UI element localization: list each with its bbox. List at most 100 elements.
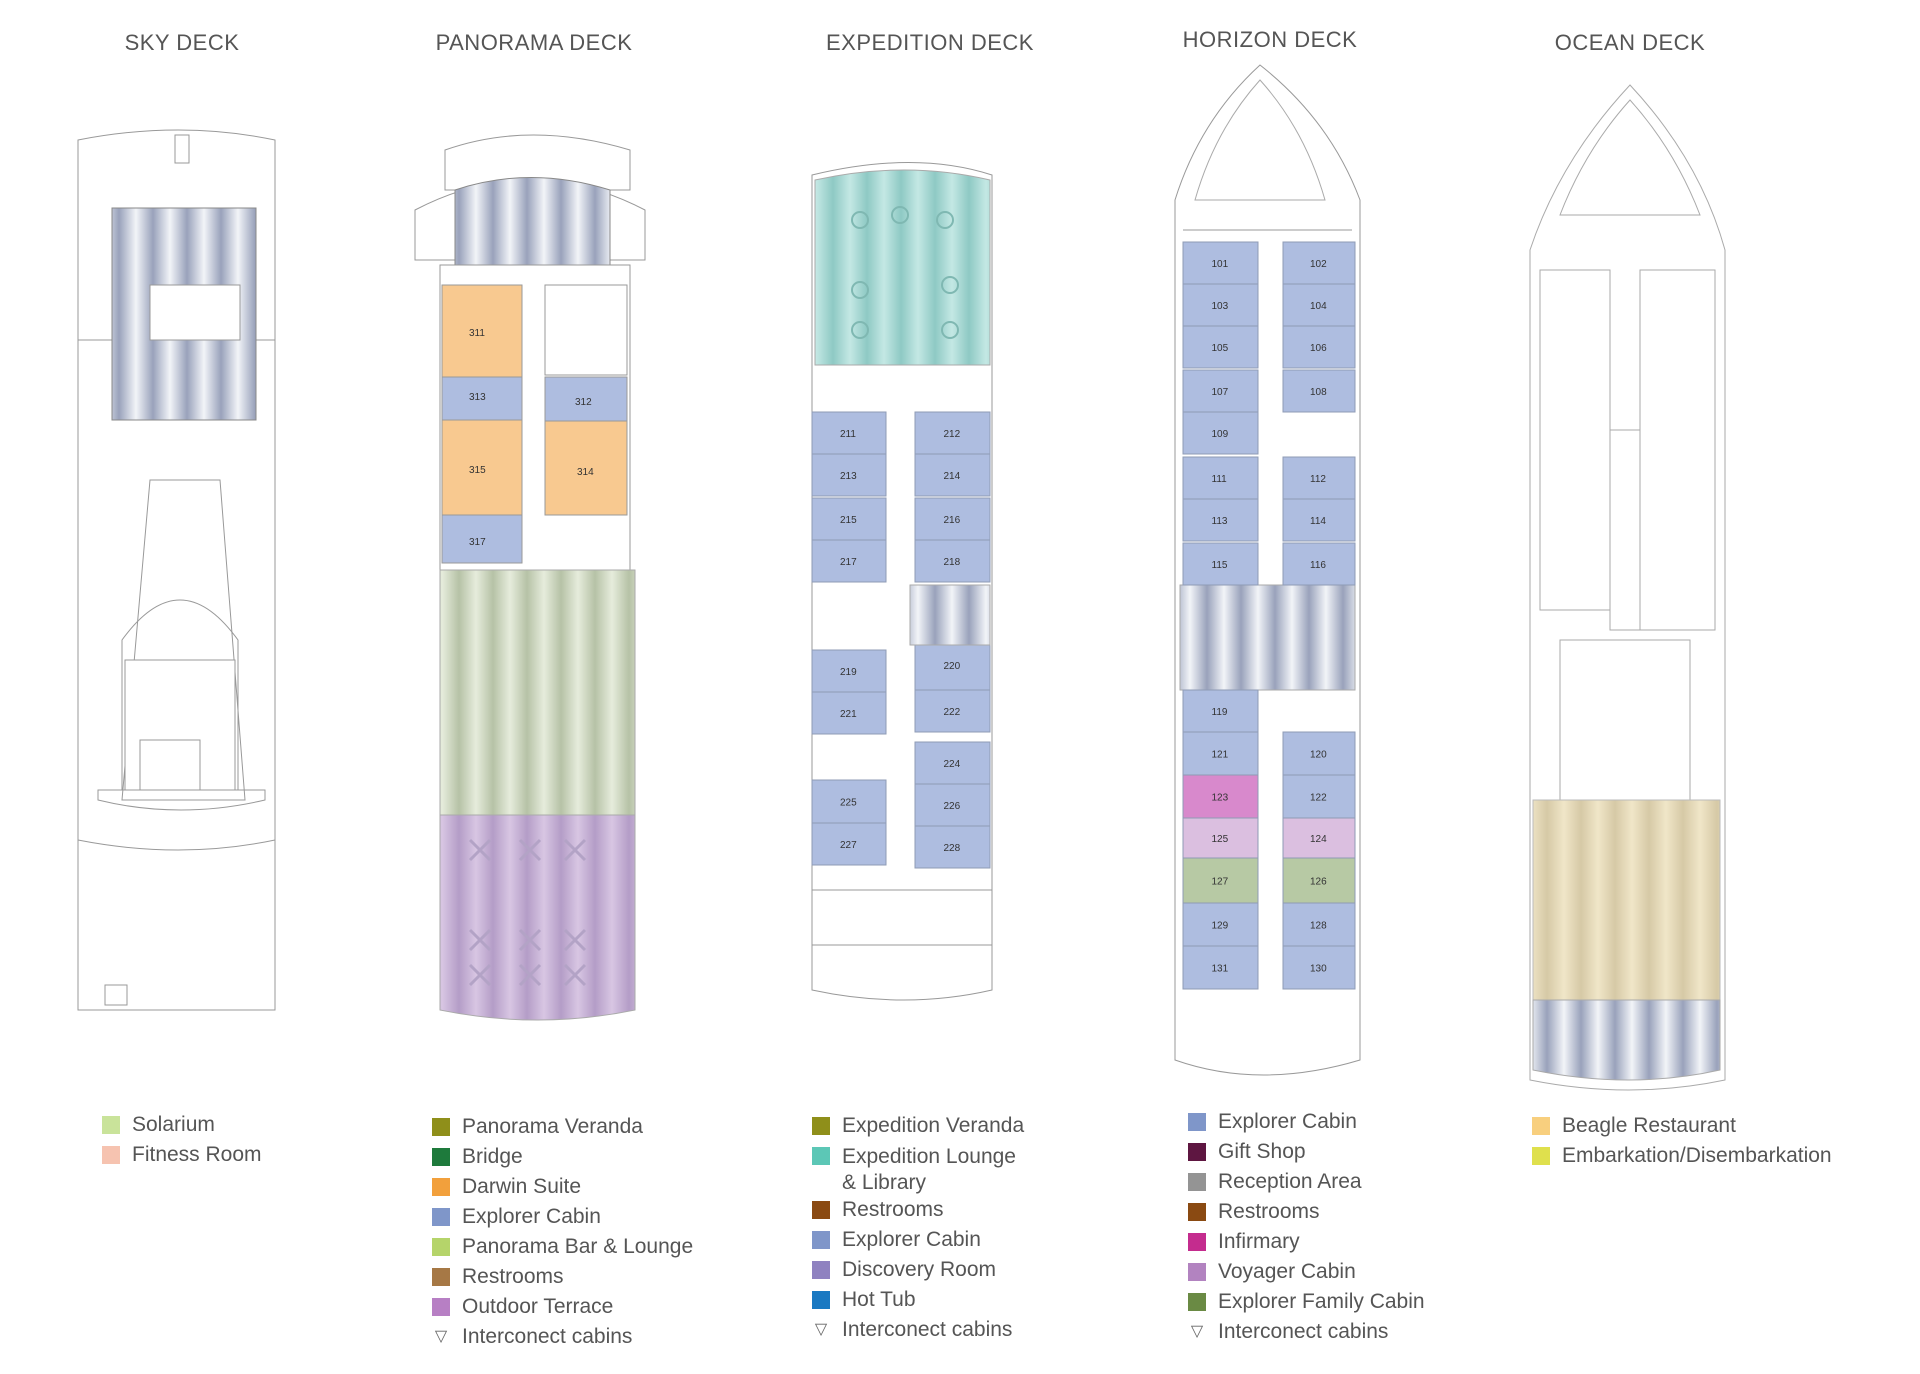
cabin-119: 119 [1212,707,1228,718]
legend-label: Expedition Lounge& Library [842,1144,1016,1196]
cabin-room [914,411,991,455]
legend-item: ▽Interconect cabins [812,1318,1024,1348]
legend-swatch [1188,1173,1206,1191]
cabin-room [1282,456,1356,500]
legend-item: Panorama Veranda [432,1115,693,1145]
legend-label: Explorer Cabin [1218,1110,1357,1133]
cabin-212: 212 [944,429,961,440]
cabin-314: 314 [577,467,594,478]
legend-swatch [1188,1113,1206,1131]
cabin-111: 111 [1212,474,1228,485]
legend-item: Voyager Cabin [1188,1260,1425,1290]
cabin-room [914,783,991,827]
legend-item: Bridge [432,1145,693,1175]
legend-swatch [102,1146,120,1164]
cabin-room [1182,817,1259,859]
cabin-127: 127 [1212,877,1229,888]
cabin-120: 120 [1310,750,1327,761]
cabin-227: 227 [840,840,857,851]
cabin-225: 225 [840,798,857,809]
cabin-217: 217 [840,557,857,568]
legend-label: Restrooms [462,1265,564,1288]
cabin-313: 313 [469,392,486,403]
legend-swatch [432,1268,450,1286]
legend-item: Explorer Cabin [432,1205,693,1235]
cabin-room [914,497,991,541]
legend-item: Reception Area [1188,1170,1425,1200]
cabin-216: 216 [944,515,961,526]
legend-swatch [812,1291,830,1309]
interconnect-icon: ▽ [814,1321,828,1338]
legend-label: Gift Shop [1218,1140,1306,1163]
legend-item: Embarkation/Disembarkation [1532,1144,1832,1174]
legend-label: Panorama Veranda [462,1115,643,1138]
legend-label: Bridge [462,1145,523,1168]
cabin-114: 114 [1310,516,1326,527]
legend-label-line2: & Library [842,1171,927,1194]
cabin-104: 104 [1310,301,1327,312]
cabin-room [1182,325,1259,369]
legend-swatch [432,1298,450,1316]
cabin-room [1182,283,1259,327]
cabin-220: 220 [944,661,961,672]
cabin-room [811,779,887,824]
cabin-218: 218 [944,557,961,568]
legend-label: Discovery Room [842,1258,997,1281]
legend-swatch [1532,1117,1550,1135]
legend-label: Infirmary [1218,1230,1300,1253]
legend-label: Interconect cabins [1218,1320,1389,1343]
legend-swatch [102,1116,120,1134]
cabin-room [1282,325,1356,369]
cabin-room [1182,498,1259,542]
legend-item: Fitness Room [102,1143,262,1173]
panorama-deck-title: PANORAMA DECK [435,30,633,55]
horizon-deck-title: HORIZON DECK [1182,27,1358,52]
cabin-121: 121 [1212,750,1229,761]
legend-swatch [1188,1203,1206,1221]
cabin-room [914,689,991,733]
cabin-128: 128 [1310,921,1327,932]
cabin-room [1282,857,1356,904]
cabin-222: 222 [944,707,961,718]
cabin-room [1282,542,1356,586]
cabin-315: 315 [469,465,486,476]
cabin-room [1282,498,1356,542]
legend-label: Embarkation/Disembarkation [1562,1144,1832,1167]
legend-label: Expedition Veranda [842,1114,1025,1137]
cabin-room [1182,411,1259,455]
cabin-room [811,411,887,455]
legend-item: Infirmary [1188,1230,1425,1260]
legend-item: Gift Shop [1188,1140,1425,1170]
cabin-room [811,649,887,693]
cabin-213: 213 [840,471,857,482]
cabin-109: 109 [1212,429,1229,440]
legend-label: Voyager Cabin [1218,1260,1356,1283]
cabin-312: 312 [575,397,592,408]
legend-item: Explorer Cabin [812,1228,1024,1258]
cabin-room [811,539,887,583]
cabin-room [811,822,887,866]
interconnect-icon: ▽ [434,1328,448,1345]
cabin-317: 317 [469,537,486,548]
legend-label: Solarium [132,1113,215,1136]
expedition-deck-title: EXPEDITION DECK [826,30,1034,55]
cabin-215: 215 [840,515,857,526]
legend-swatch [812,1201,830,1219]
cabin-room [1182,731,1259,776]
cabin-room [811,691,887,735]
cabin-105: 105 [1212,343,1229,354]
cabin-211: 211 [840,429,856,440]
cabin-room [914,453,991,497]
legend-label: Hot Tub [842,1288,916,1311]
legend-item: ▽Interconect cabins [432,1325,693,1355]
legend-item: Solarium [102,1113,262,1143]
panorama-deck-plan: 311 313 312 315 314 317 [414,134,646,1021]
legend-label: Explorer Cabin [842,1228,981,1251]
cabin-room [1282,774,1356,819]
